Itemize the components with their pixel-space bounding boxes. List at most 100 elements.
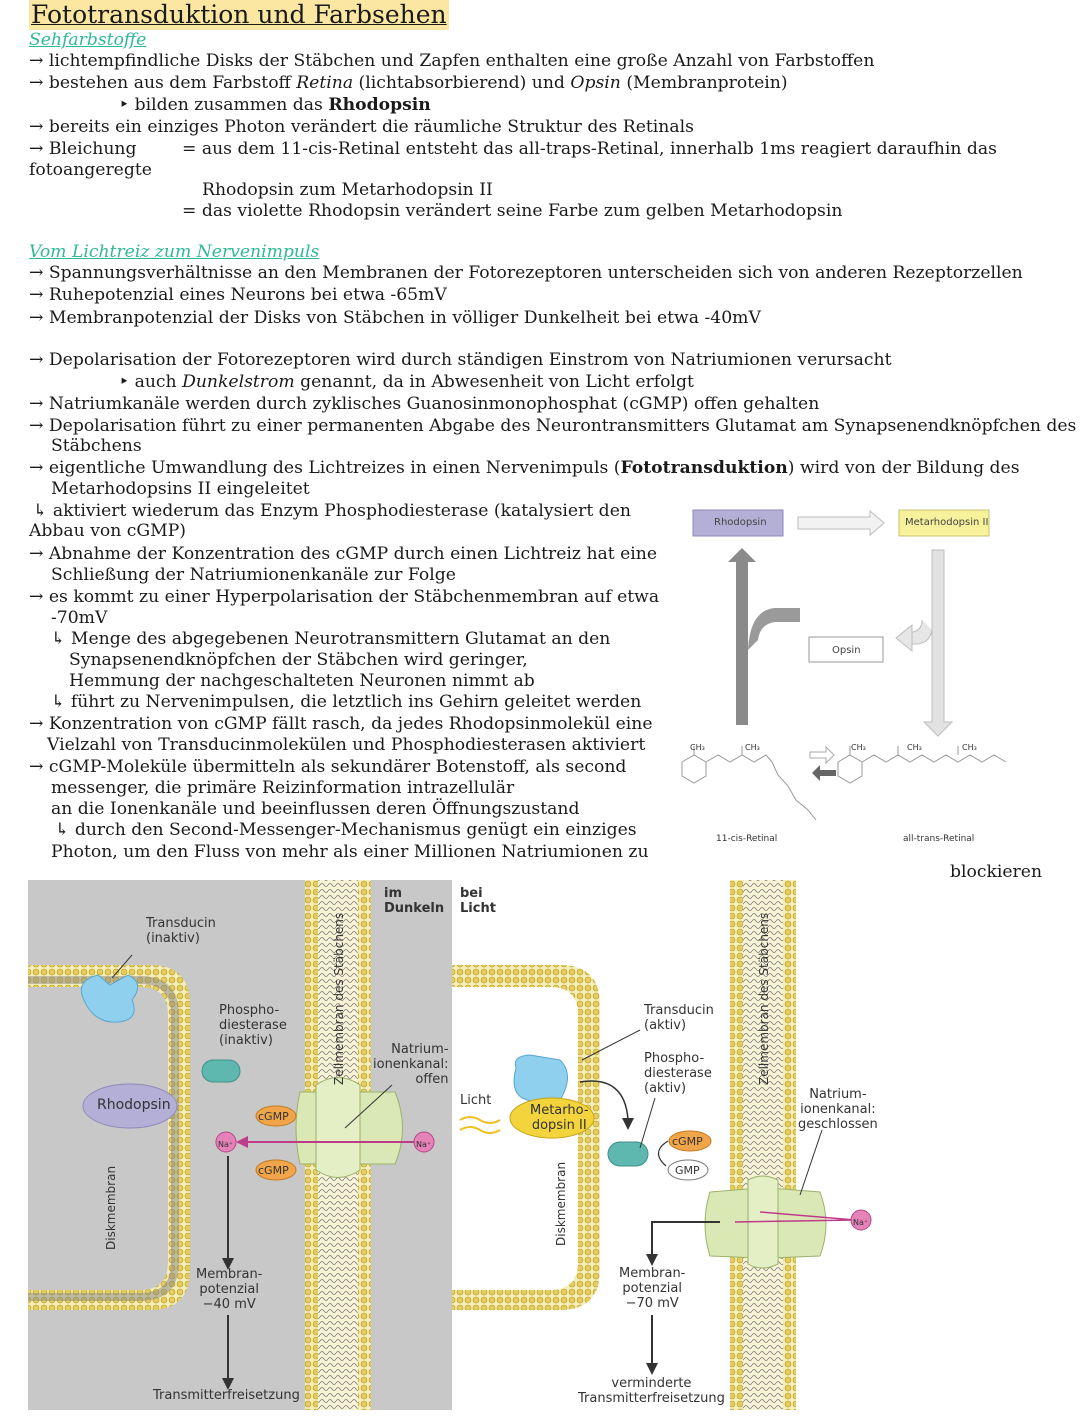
cgmp-badge	[668, 1130, 712, 1152]
text-line: ‣ bilden zusammen das Rhodopsin	[119, 95, 431, 115]
cgmp-label: cGMP	[258, 1110, 289, 1123]
ch3-label: CH₃	[851, 743, 866, 752]
pde-active-label: Phospho- diesterase (aktiv)	[644, 1051, 712, 1096]
cgmp-badge	[255, 1159, 297, 1181]
text-line: Synapsenendknöpfchen der Stäbchen wird g…	[69, 650, 528, 670]
heading-sehfarbstoffe: Sehfarbstoffe	[29, 30, 147, 50]
heading-lichtreiz: Vom Lichtreiz zum Nervenimpuls	[29, 242, 320, 262]
text-line: an die Ionenkanäle und beeinflussen dere…	[51, 799, 580, 819]
rhodopsin-box	[692, 509, 784, 537]
text-line: → Depolarisation der Fotorezeptoren wird…	[29, 350, 892, 370]
opsin-label: Opsin	[832, 645, 861, 656]
gmp-label: GMP	[675, 1164, 700, 1177]
transducin-active	[513, 1054, 568, 1104]
rhodopsin-dark	[82, 1083, 178, 1129]
light-label: Licht	[460, 1093, 492, 1108]
text-line: → Ruhepotenzial eines Neurons bei etwa -…	[29, 285, 447, 305]
channel-closed-label: Natrium- ionenkanal: geschlossen	[798, 1087, 878, 1132]
text-line: → Membranpotenzial der Disks von Stäbche…	[29, 308, 761, 328]
page-title: Fototransduktion und Farbsehen	[29, 0, 449, 30]
metarhodopsin-label: Metarhodopsin II	[905, 517, 989, 528]
transducin-inactive	[80, 974, 139, 1023]
release-light-label: verminderte Transmitterfreisetzung	[578, 1376, 725, 1406]
metarhodopsin-box	[898, 509, 990, 537]
trans-retinal-label: all-trans-Retinal	[903, 834, 975, 844]
metarhodopsin-disk	[509, 1097, 595, 1139]
zellmembran-label: Zellmembran des Stäbchens	[332, 912, 346, 1085]
text-line: Vielzahl von Transducinmolekülen und Pho…	[47, 735, 646, 755]
text-line: -70mV	[51, 608, 108, 628]
text-line: ↳ Menge des abgegebenen Neurotransmitter…	[51, 629, 611, 649]
text-line: Rhodopsin zum Metarhodopsin II	[202, 180, 493, 200]
pde-inactive	[201, 1059, 241, 1083]
cis-retinal-structure	[681, 746, 817, 821]
trans-retinal-structure	[837, 746, 1007, 784]
cis-retinal-label: 11-cis-Retinal	[716, 834, 778, 844]
ch3-label: CH₃	[690, 743, 705, 752]
arrow-right-icon	[797, 509, 885, 537]
potential-dark-label: Membran- potenzial −40 mV	[196, 1267, 263, 1312]
pde-inactive-label: Phospho- diesterase (inaktiv)	[219, 1003, 287, 1048]
sodium-channel-closed	[704, 1187, 761, 1259]
channel-open-label: Natrium- ionenkanal: offen	[373, 1042, 449, 1087]
text-line: → Natriumkanäle werden durch zyklisches …	[29, 394, 820, 414]
rhodopsin-label: Rhodopsin	[714, 517, 767, 528]
light-wave-icon	[459, 1116, 501, 1124]
transducin-inactive-label: Transducin (inaktiv)	[146, 916, 216, 946]
text-line: → bestehen aus dem Farbstoff Retina (lic…	[29, 73, 788, 93]
text-line: → Abnahme der Konzentration des cGMP dur…	[29, 544, 658, 564]
arrow-down-icon	[222, 1378, 234, 1390]
ch3-label: CH₃	[962, 743, 977, 752]
arrow-left-icon	[812, 765, 836, 781]
cgmp-badge	[255, 1105, 297, 1127]
text-line: fotoangeregte	[29, 160, 152, 180]
diskmembran-label: Diskmembran	[554, 1161, 568, 1246]
na-ion	[413, 1131, 435, 1153]
text-line: = aus dem 11-cis-Retinal entsteht das al…	[182, 139, 997, 159]
text-line: → cGMP-Moleküle übermitteln als sekundär…	[29, 757, 627, 777]
text-line: → eigentliche Umwandlung des Lichtreizes…	[29, 458, 1020, 478]
text-line: Stäbchens	[51, 436, 142, 456]
cgmp-label: cGMP	[672, 1135, 703, 1148]
arrow-down-icon	[922, 549, 954, 737]
text-line: ↳ durch den Second-Messenger-Mechanismus…	[55, 820, 637, 840]
na-ion	[850, 1209, 872, 1231]
text-line: = das violette Rhodopsin verändert seine…	[182, 201, 843, 221]
rhodopsin-cycle-figure	[681, 509, 1007, 821]
arrow-up-icon	[728, 548, 756, 725]
arrow-right-icon	[809, 745, 835, 765]
na-label: Na⁺	[853, 1218, 869, 1227]
text-line: messenger, die primäre Reizinformation i…	[51, 778, 515, 798]
na-label: Na⁺	[218, 1140, 234, 1149]
dark-title: im Dunkeln	[384, 886, 445, 916]
na-label: Na⁺	[416, 1140, 432, 1149]
potential-light-label: Membran- potenzial −70 mV	[619, 1266, 686, 1311]
text-line: ↳ aktiviert wiederum das Enzym Phosphodi…	[33, 501, 631, 521]
text-line: ‣ auch Dunkelstrom genannt, da in Abwese…	[119, 372, 694, 392]
gmp-badge	[667, 1159, 709, 1181]
text-line: blockieren	[950, 862, 1043, 882]
text-line: Schließung der Natriumionenkanäle zur Fo…	[51, 565, 456, 585]
text-line: → Spannungsverhältnisse an den Membranen…	[29, 263, 1023, 283]
text-line: ↳ führt zu Nervenimpulsen, die letztlich…	[51, 692, 642, 712]
transducin-active-label: Transducin (aktiv)	[644, 1003, 714, 1033]
arrow-down-icon	[222, 1258, 234, 1270]
diskmembran-label: Diskmembran	[104, 1165, 118, 1250]
zellmembran-label: Zellmembran des Stäbchens	[757, 912, 771, 1085]
text-line: Abbau von cGMP)	[29, 521, 187, 541]
metarhodopsin-membrane-label: Metarho- dopsin II	[530, 1103, 589, 1133]
arrow-down-icon	[646, 1254, 658, 1266]
text-line: → Konzentration von cGMP fällt rasch, da…	[29, 714, 653, 734]
release-dark-label: Transmitterfreisetzung	[153, 1388, 300, 1403]
text-line: Metarhodopsins II eingeleitet	[51, 479, 310, 499]
ch3-label: CH₃	[907, 743, 922, 752]
text-line: → Depolarisation führt zu einer permanen…	[29, 416, 1077, 436]
text-line: Photon, um den Fluss von mehr als einer …	[51, 842, 649, 862]
text-line: → Bleichung	[29, 139, 137, 159]
arrow-down-icon	[646, 1363, 658, 1375]
text-line: → lichtempfindliche Disks der Stäbchen u…	[29, 51, 875, 71]
cgmp-label: cGMP	[258, 1164, 289, 1177]
rhodopsin-dark-label: Rhodopsin	[97, 1097, 171, 1113]
na-ion	[215, 1131, 237, 1153]
